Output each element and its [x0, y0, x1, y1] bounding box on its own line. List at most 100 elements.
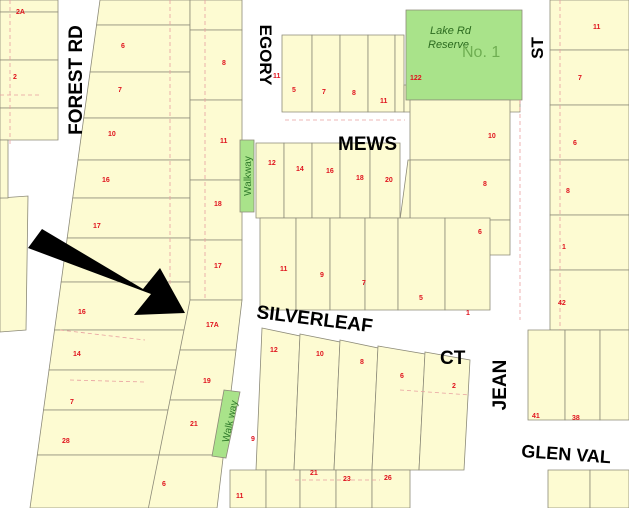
- easement-line: [59, 329, 146, 341]
- lot-number: 9: [320, 272, 324, 279]
- parcel: [295, 217, 331, 311]
- lot-number: 7: [70, 399, 74, 406]
- reserve-label-line2: Reserve: [428, 39, 469, 51]
- lot-number: 20: [385, 177, 393, 184]
- parcel: [0, 11, 59, 61]
- lot-number: 21: [310, 470, 318, 477]
- lot-number: 6: [400, 373, 404, 380]
- parcel: [189, 99, 243, 181]
- parcel: [96, 0, 191, 26]
- parcel: [43, 369, 191, 411]
- lot-number: 10: [108, 131, 116, 138]
- parcel: [549, 214, 629, 271]
- parcel: [371, 469, 411, 508]
- street-label-jean: JEAN: [490, 360, 511, 411]
- lot-number: 8: [222, 60, 226, 67]
- lot-number: 11: [280, 266, 288, 273]
- parcel: [409, 159, 511, 221]
- parcel: [72, 159, 191, 199]
- parcel: [371, 345, 426, 471]
- lot-number: 7: [362, 280, 366, 287]
- parcel: [77, 117, 191, 161]
- parcel: [333, 339, 379, 471]
- lot-number: 8: [483, 181, 487, 188]
- parcel: [147, 454, 224, 508]
- street-label-gregory: EGORY: [256, 25, 275, 86]
- parcel: [189, 29, 243, 101]
- parcel: [299, 469, 337, 508]
- lot-number: 7: [322, 89, 326, 96]
- lot-number: 12: [270, 347, 278, 354]
- parcel: [0, 59, 59, 109]
- lot-number: 38: [572, 415, 580, 422]
- parcel: [564, 329, 601, 421]
- parcel: [255, 142, 285, 219]
- lot-number: 11: [236, 493, 244, 500]
- lot-number: 2: [452, 383, 456, 390]
- lot-number: 6: [573, 140, 577, 147]
- lot-number: 11: [220, 138, 228, 145]
- walkway-south: [211, 389, 241, 459]
- lot-number: 11: [380, 98, 388, 105]
- parcel: [599, 329, 629, 421]
- lot-number: 28: [62, 438, 70, 445]
- parcel: [547, 469, 591, 508]
- lot-number: 5: [419, 295, 423, 302]
- easement-line: [69, 379, 146, 383]
- lot-number: 7: [118, 87, 122, 94]
- lot-number: 42: [558, 300, 566, 307]
- parcel: [311, 34, 341, 113]
- reserve-label-ghost: No. 1: [462, 44, 500, 61]
- parcel: [549, 159, 629, 216]
- street-label-forest-rd: FOREST RD: [66, 25, 87, 135]
- lot-number: 7: [578, 75, 582, 82]
- lake-rd-reserve: [405, 9, 523, 101]
- lot-number: 17A: [206, 322, 219, 329]
- lot-number: 10: [488, 133, 496, 140]
- parcel: [527, 329, 566, 421]
- parcel: [364, 217, 399, 311]
- lot-number: 26: [384, 475, 392, 482]
- parcel: [89, 24, 191, 73]
- parcel: [329, 217, 366, 311]
- lot-number: 1: [466, 310, 470, 317]
- street-label-st: ST: [528, 37, 547, 59]
- lot-number: 10: [316, 351, 324, 358]
- lot-number: 2: [13, 74, 17, 81]
- easement-line: [399, 389, 471, 396]
- parcel: [259, 217, 297, 311]
- parcel: [283, 142, 313, 219]
- lot-number: 9: [251, 436, 255, 443]
- lot-number: 18: [356, 175, 364, 182]
- lot-number: 8: [566, 188, 570, 195]
- parcel: [0, 195, 29, 333]
- parcel: [189, 239, 243, 301]
- parcel: [549, 269, 629, 331]
- lot-number: 6: [478, 229, 482, 236]
- lot-number: 17: [93, 223, 101, 230]
- lot-number: 11: [593, 24, 601, 31]
- parcel: [444, 217, 491, 311]
- lot-number: 41: [532, 413, 540, 420]
- parcel: [335, 469, 373, 508]
- lot-number: 23: [343, 476, 351, 483]
- parcel: [66, 197, 191, 239]
- lot-number: 14: [73, 351, 81, 358]
- reserve-label-line1: Lake Rd: [430, 25, 472, 37]
- parcel: [589, 469, 629, 508]
- parcel: [0, 139, 9, 199]
- street-label-ct: CT: [440, 348, 466, 369]
- lot-number: 6: [162, 481, 166, 488]
- lot-number: 6: [121, 43, 125, 50]
- lot-number: 1: [562, 244, 566, 251]
- parcel: [409, 99, 511, 161]
- walkway-north-label: Walkway: [243, 156, 254, 196]
- pointer-arrow-icon: [28, 229, 185, 315]
- parcel: [48, 329, 191, 371]
- lot-number: 8: [360, 359, 364, 366]
- parcel: [339, 34, 369, 113]
- lot-number: 122: [410, 75, 422, 82]
- parcel: [83, 71, 191, 119]
